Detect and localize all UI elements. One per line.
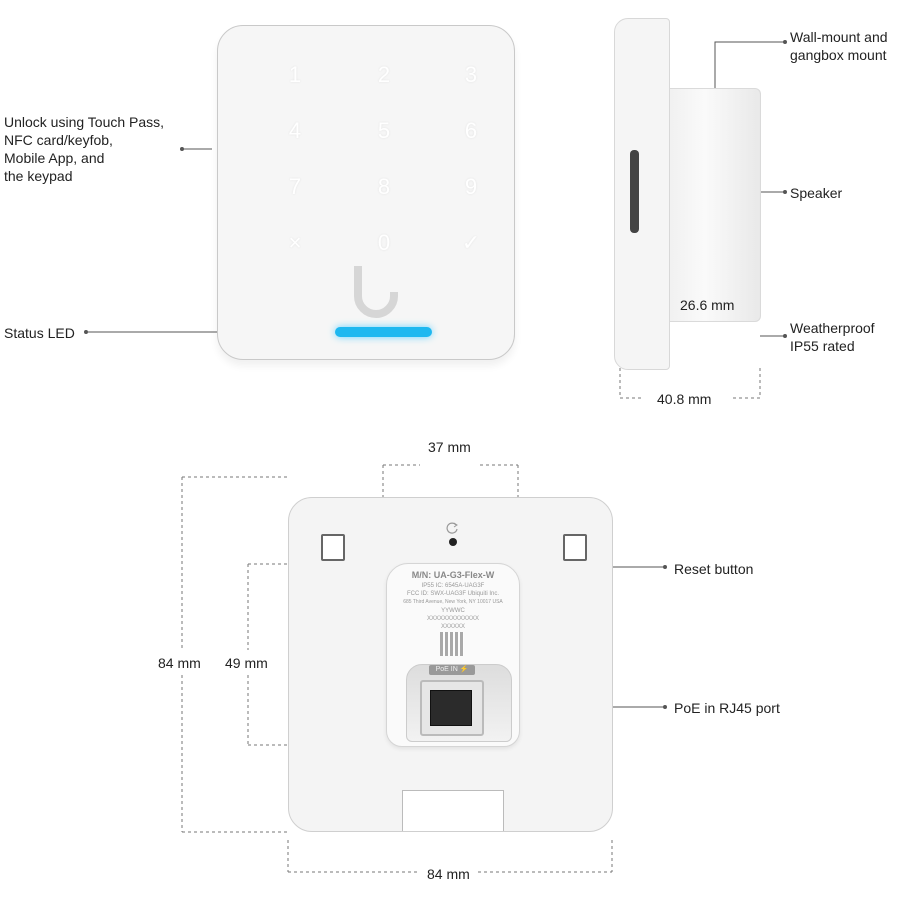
model-number: M/N: UA-G3-Flex-W bbox=[411, 570, 495, 580]
keypad-key: 9 bbox=[464, 174, 478, 199]
side-mount-body bbox=[668, 88, 761, 322]
keypad-key: × bbox=[288, 230, 302, 255]
status-led bbox=[335, 327, 432, 337]
keypad-key: 6 bbox=[464, 118, 478, 143]
qr-code bbox=[440, 632, 464, 656]
status-led-callout: Status LED bbox=[4, 325, 75, 341]
label-line: XXXXXXXXXXXXX bbox=[426, 616, 480, 622]
dimension-label: 26.6 mm bbox=[680, 297, 735, 313]
dimension-label: 40.8 mm bbox=[657, 391, 712, 407]
speaker-callout: Speaker bbox=[790, 185, 843, 201]
keypad-key: 4 bbox=[288, 118, 302, 143]
unlock-callout: Unlock using Touch Pass,NFC card/keyfob,… bbox=[4, 114, 165, 184]
speaker-grille bbox=[630, 150, 639, 233]
label-line: IP55 IC: 6545A-UAG3F bbox=[421, 583, 485, 589]
rj45-port[interactable] bbox=[420, 680, 484, 736]
keypad-key: ✓ bbox=[461, 230, 481, 255]
side-device bbox=[614, 18, 670, 370]
keypad-key: 2 bbox=[377, 62, 391, 87]
label-line: 685 Third Avenue, New York, NY 10017 USA bbox=[403, 599, 503, 605]
reset-button[interactable] bbox=[449, 538, 457, 546]
callout-dot bbox=[783, 334, 787, 338]
keypad-key: 1 bbox=[288, 62, 302, 87]
dimension-label: 49 mm bbox=[225, 655, 268, 671]
reset-callout: Reset button bbox=[674, 561, 754, 577]
callout-dot bbox=[663, 705, 667, 709]
callout-dot bbox=[84, 330, 88, 334]
label-line: YYWWC bbox=[441, 608, 465, 614]
mount-slot bbox=[321, 534, 345, 561]
keypad-key: 3 bbox=[464, 62, 478, 87]
callout-dot bbox=[783, 190, 787, 194]
cable-notch bbox=[402, 790, 504, 831]
callout-dot bbox=[783, 40, 787, 44]
label-line: FCC ID: SWX-UAG3F Ubiquiti Inc. bbox=[406, 591, 499, 597]
dimension-label: 37 mm bbox=[428, 439, 471, 455]
keypad-key: 0 bbox=[377, 230, 391, 255]
dimension-label: 84 mm bbox=[427, 866, 470, 882]
dimension-label: 84 mm bbox=[158, 655, 201, 671]
reset-icon bbox=[446, 522, 458, 534]
label-line: XXXXXX bbox=[440, 624, 465, 630]
keypad-key: 8 bbox=[377, 174, 391, 199]
front-device: 1 2 3 4 5 6 7 8 9 × 0 ✓ bbox=[217, 25, 515, 360]
nfc-logo-icon bbox=[354, 266, 398, 318]
poe-port-label: PoE IN ⚡ bbox=[429, 665, 475, 675]
keypad-key: 5 bbox=[377, 118, 391, 143]
callout-dot bbox=[180, 147, 184, 151]
callout-dot bbox=[663, 565, 667, 569]
keypad-key: 7 bbox=[288, 174, 302, 199]
poe-callout: PoE in RJ45 port bbox=[674, 700, 780, 716]
mount-slot bbox=[563, 534, 587, 561]
